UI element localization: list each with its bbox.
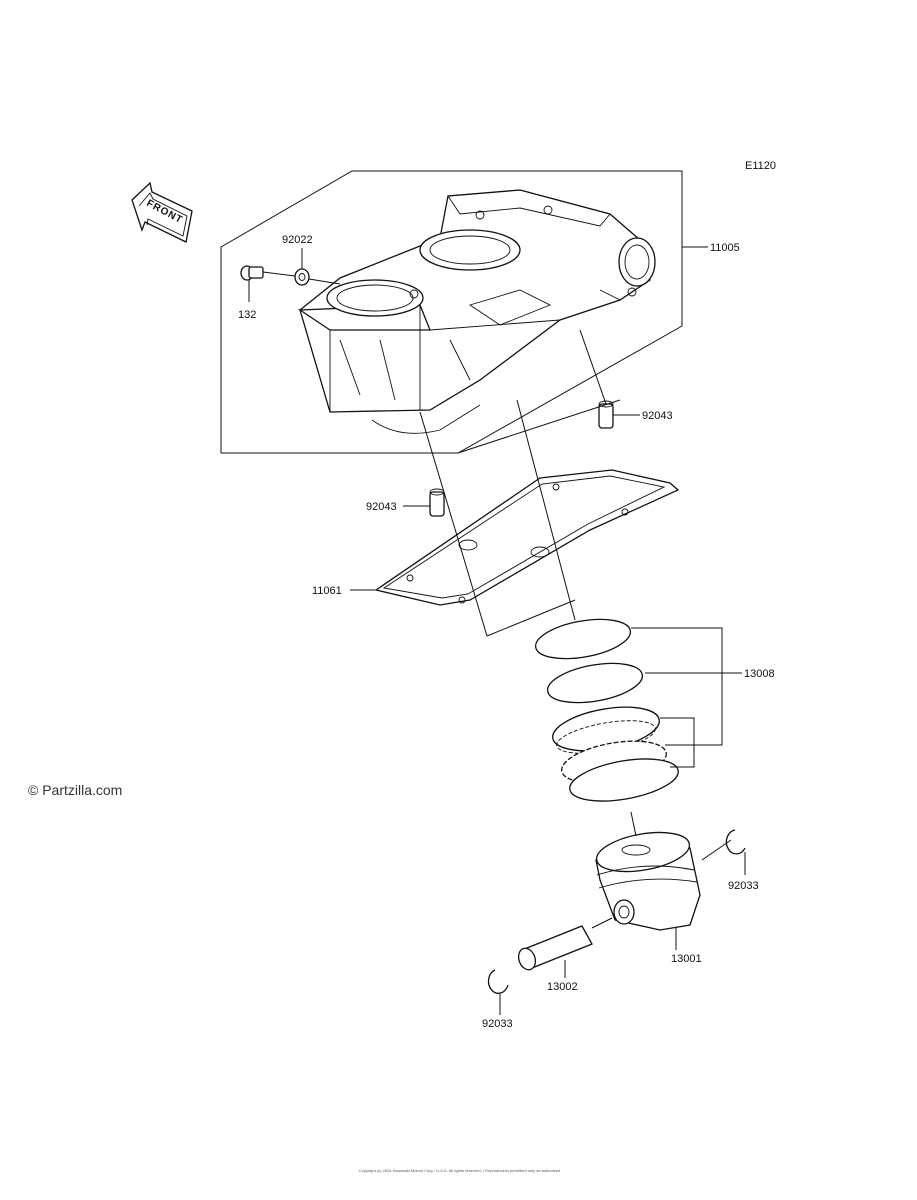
circlip-right xyxy=(725,829,746,855)
callout-dowel-right[interactable]: 92043 xyxy=(642,410,673,422)
callout-gasket[interactable]: 11061 xyxy=(312,585,342,597)
callout-dowel-left[interactable]: 92043 xyxy=(366,501,397,513)
copyright-notice: Copyright (c) 2024 Kawasaki Motors Corp.… xyxy=(358,1168,562,1173)
diagram-code: E1120 xyxy=(745,160,776,172)
front-arrow-icon: FRONT xyxy=(131,181,193,243)
callout-bolt[interactable]: 132 xyxy=(238,309,256,321)
callout-washer[interactable]: 92022 xyxy=(282,234,313,246)
callout-clip-left[interactable]: 92033 xyxy=(482,1018,513,1030)
oil-ring-rail-upper xyxy=(552,706,660,754)
dowel-pin-right xyxy=(598,400,614,429)
piston-ring-second xyxy=(546,662,644,704)
piston xyxy=(595,831,701,931)
washer xyxy=(294,268,310,286)
callout-ring-set[interactable]: 13008 xyxy=(744,668,775,680)
callout-pin[interactable]: 13002 xyxy=(547,981,578,993)
cylinder-base-gasket xyxy=(374,469,680,606)
cylinder-block xyxy=(297,189,656,434)
callout-cylinder[interactable]: 11005 xyxy=(710,242,740,254)
dowel-pin-left xyxy=(429,488,445,517)
callout-clip-right[interactable]: 92033 xyxy=(728,880,759,892)
piston-ring-top xyxy=(534,618,632,660)
oil-ring-rail-lower xyxy=(569,758,679,802)
circlip-left xyxy=(487,969,509,994)
callout-piston[interactable]: 13001 xyxy=(671,953,702,965)
bolt xyxy=(240,265,264,281)
partzilla-watermark: © Partzilla.com xyxy=(28,782,123,798)
piston-pin xyxy=(517,925,593,971)
